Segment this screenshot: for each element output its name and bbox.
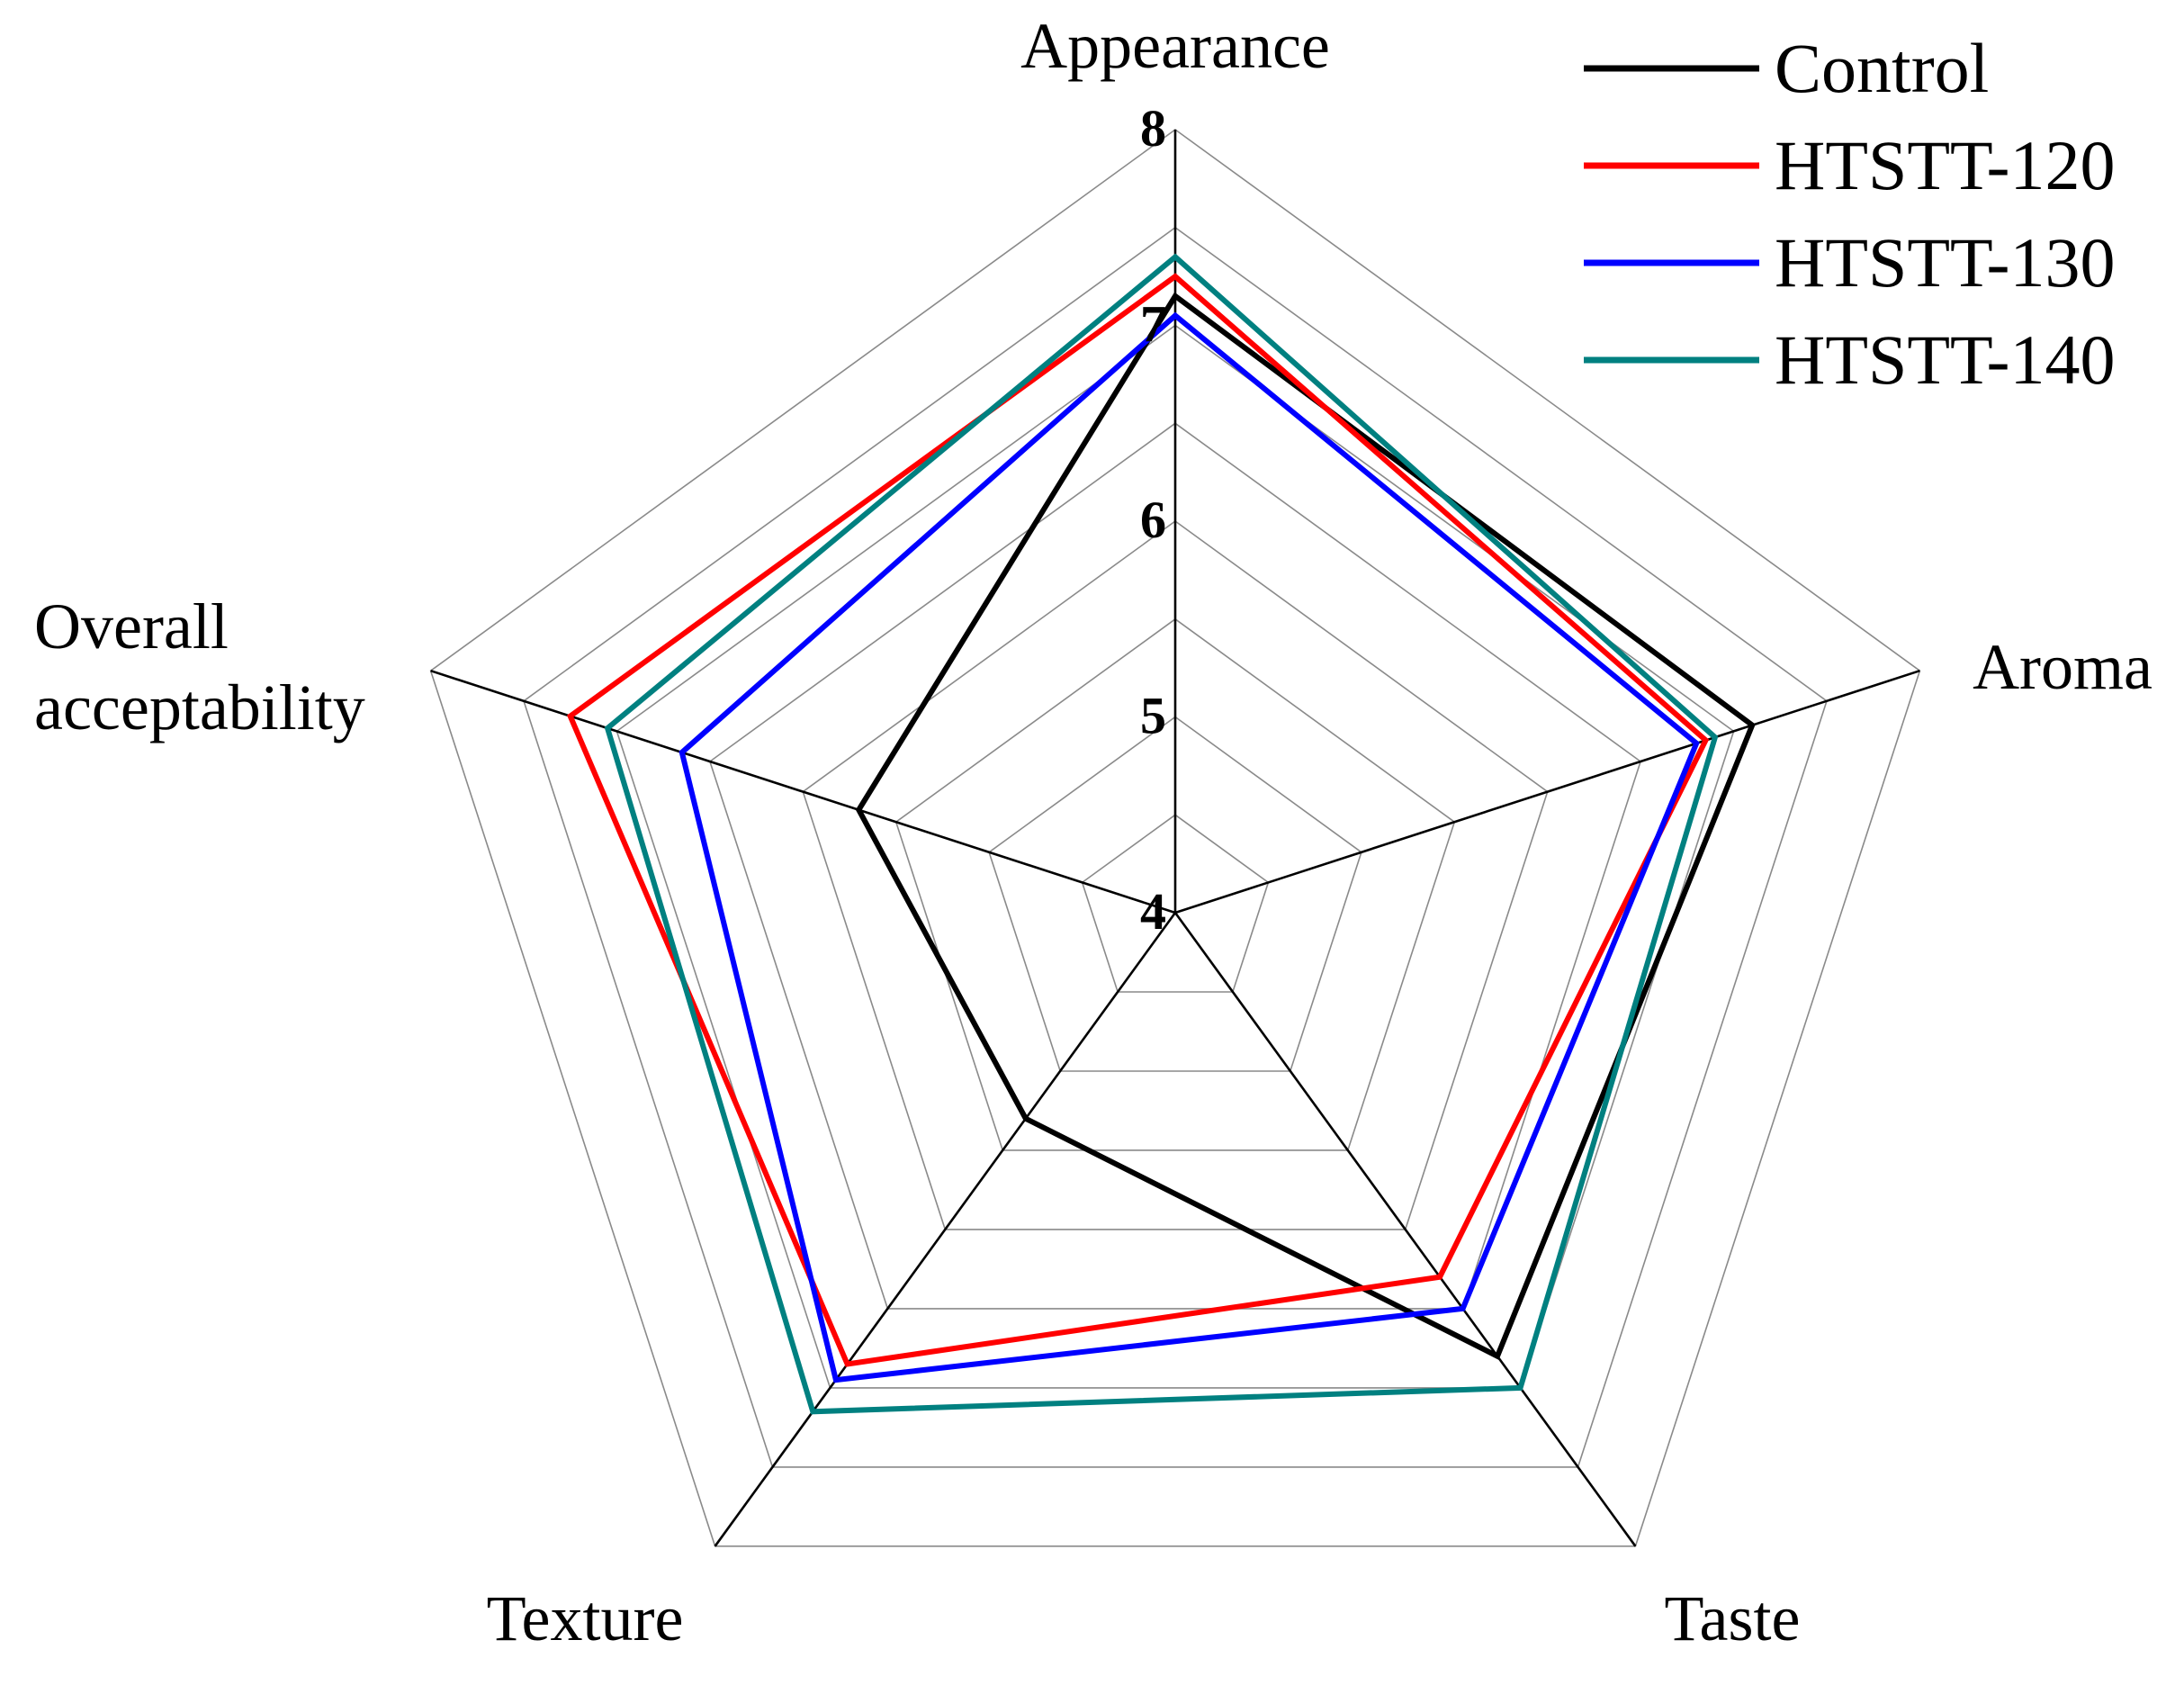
legend-label-3: HTSTT-140 — [1775, 320, 2115, 399]
series-layer — [567, 253, 1756, 1415]
spoke-layer — [430, 130, 1920, 1547]
axis-spoke-3 — [714, 912, 1177, 1547]
series-3-line — [604, 253, 1719, 1415]
axis-label-4-line-1: acceptability — [34, 671, 365, 743]
series-1-line — [567, 273, 1710, 1367]
axis-label-3: Texture — [487, 1582, 684, 1654]
axis-spoke-1 — [1174, 669, 1920, 915]
grid-ring-1 — [988, 716, 1362, 1072]
tick-label-3: 7 — [1140, 295, 1166, 354]
series-0-line — [855, 292, 1756, 1360]
legend-label-2: HTSTT-130 — [1775, 223, 2115, 302]
tick-label-0: 4 — [1140, 882, 1166, 941]
grid-layer — [429, 129, 1921, 1547]
grid-ring-7 — [429, 129, 1921, 1547]
grid-ring-3 — [802, 520, 1549, 1230]
axis-label-1: Aroma — [1973, 631, 2153, 703]
axis-label-4-line-0: Overall — [34, 590, 229, 662]
axis-label-2: Taste — [1665, 1582, 1801, 1654]
tick-label-4: 8 — [1140, 99, 1166, 158]
tick-label-layer: 4 5 6 7 8 — [1140, 99, 1166, 941]
grid-ring-6 — [523, 226, 1828, 1468]
grid-ring-5 — [616, 324, 1735, 1389]
tick-label-2: 6 — [1140, 491, 1166, 549]
grid-ring-2 — [894, 617, 1456, 1151]
grid-ring-4 — [708, 422, 1642, 1310]
tick-label-1: 5 — [1140, 687, 1166, 745]
legend-label-0: Control — [1775, 29, 1989, 107]
legend-label-1: HTSTT-120 — [1775, 126, 2115, 204]
axis-label-0: Appearance — [1020, 10, 1330, 82]
axis-spoke-4 — [430, 669, 1176, 915]
grid-ring-0 — [1081, 814, 1270, 993]
series-2-line — [679, 311, 1700, 1383]
axis-spoke-2 — [1173, 912, 1637, 1547]
